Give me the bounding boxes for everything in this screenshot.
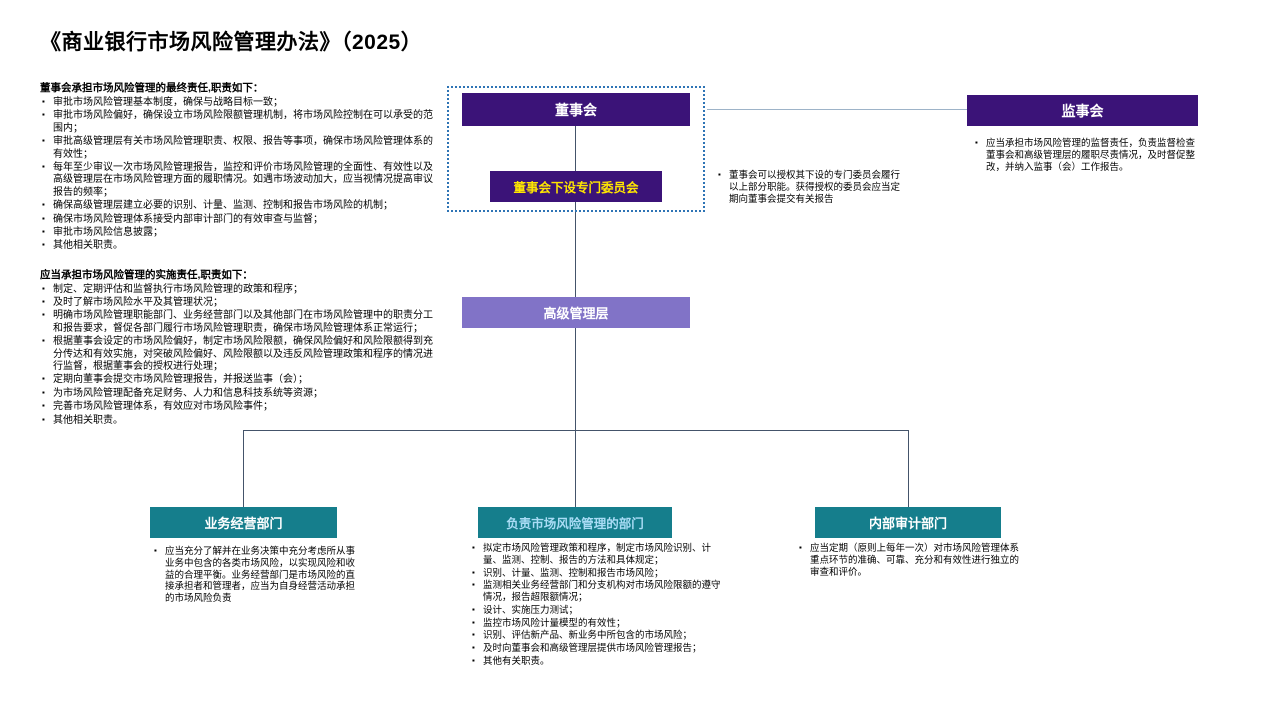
page-title: 《商业银行市场风险管理办法》（2025） (40, 31, 423, 54)
bullet-list: 审批市场风险管理基本制度，确保与战略目标一致； 审批市场风险偏好，确保设立市场风… (40, 97, 436, 253)
list-item: 设计、实施压力测试； (470, 605, 724, 617)
connector-line-senior-down (575, 328, 576, 430)
node-board-special-committee: 董事会下设专门委员会 (490, 171, 662, 202)
list-item: 审批市场风险管理基本制度，确保与战略目标一致； (40, 97, 436, 109)
node-board-of-supervisors: 监事会 (967, 95, 1198, 126)
list-item: 应当承担市场风险管理的监督责任，负责监督检查董事会和高级管理层的履职尽责情况，及… (973, 138, 1203, 173)
connector-line-drop-risk (575, 430, 576, 507)
node-market-risk-department: 负责市场风险管理的部门 (478, 507, 672, 538)
risk-department-duties: 拟定市场风险管理政策和程序，制定市场风险识别、计量、监测、控制、报告的方法和具体… (470, 543, 724, 669)
list-item: 确保高级管理层建立必要的识别、计量、监测、控制和报告市场风险的机制； (40, 200, 436, 212)
section-heading: 董事会承担市场风险管理的最终责任,职责如下： (40, 82, 264, 94)
business-department-duties: 应当充分了解并在业务决策中充分考虑所从事业务中包含的各类市场风险，以实现风险和收… (152, 546, 360, 606)
board-group-outline (447, 86, 705, 212)
list-item: 每年至少审议一次市场风险管理报告，监控和评价市场风险管理的全面性、有效性以及高级… (40, 162, 436, 199)
list-item: 其他相关职责。 (40, 415, 436, 427)
list-item: 为市场风险管理配备充足财务、人力和信息科技系统等资源； (40, 388, 436, 400)
senior-management-responsibilities-section: 应当承担市场风险管理的实施责任,职责如下： 制定、定期评估和监督执行市场风险管理… (40, 267, 436, 427)
connector-line-committee-to-senior (575, 202, 576, 297)
list-item: 审批市场风险偏好，确保设立市场风险限额管理机制，将市场风险控制在可以承受的范围内… (40, 110, 436, 135)
node-internal-audit-department: 内部审计部门 (815, 507, 1001, 538)
connector-line-drop-business (243, 430, 244, 507)
list-item: 审批市场风险信息披露； (40, 227, 436, 239)
node-senior-management: 高级管理层 (462, 297, 690, 328)
list-item: 及时向董事会和高级管理层提供市场风险管理报告； (470, 643, 724, 655)
board-responsibilities-section: 董事会承担市场风险管理的最终责任,职责如下： 审批市场风险管理基本制度，确保与战… (40, 80, 436, 253)
list-item: 确保市场风险管理体系接受内部审计部门的有效审查与监督； (40, 214, 436, 226)
list-item: 明确市场风险管理职能部门、业务经营部门以及其他部门在市场风险管理中的职责分工和报… (40, 310, 436, 335)
section-heading: 应当承担市场风险管理的实施责任,职责如下： (40, 268, 253, 281)
list-item: 拟定市场风险管理政策和程序，制定市场风险识别、计量、监测、控制、报告的方法和具体… (470, 543, 724, 567)
list-item: 其他相关职责。 (40, 240, 436, 252)
list-item: 应当充分了解并在业务决策中充分考虑所从事业务中包含的各类市场风险，以实现风险和收… (152, 546, 360, 605)
node-business-department: 业务经营部门 (150, 507, 337, 538)
list-item: 监测相关业务经营部门和分支机构对市场风险限额的遵守情况，报告超限额情况； (470, 580, 724, 604)
bullet-list: 制定、定期评估和监督执行市场风险管理的政策和程序； 及时了解市场风险水平及其管理… (40, 284, 436, 427)
connector-line-board-to-supervisors (707, 109, 967, 110)
connector-line-drop-audit (908, 430, 909, 507)
list-item: 董事会可以授权其下设的专门委员会履行以上部分职能。获得授权的委员会应当定期向董事… (716, 170, 908, 205)
list-item: 定期向董事会提交市场风险管理报告，并报送监事（会）； (40, 374, 436, 386)
list-item: 根据董事会设定的市场风险偏好，制定市场风险限额，确保风险偏好和风险限额得到充分传… (40, 336, 436, 373)
audit-department-duties: 应当定期（原则上每年一次）对市场风险管理体系重点环节的准确、可靠、充分和有效性进… (797, 543, 1027, 579)
supervisors-note: 应当承担市场风险管理的监督责任，负责监督检查董事会和高级管理层的履职尽责情况，及… (973, 138, 1203, 174)
list-item: 其他有关职责。 (470, 656, 724, 668)
list-item: 审批高级管理层有关市场风险管理职责、权限、报告等事项，确保市场风险管理体系的有效… (40, 136, 436, 161)
node-board-of-directors: 董事会 (462, 93, 690, 126)
committee-note: 董事会可以授权其下设的专门委员会履行以上部分职能。获得授权的委员会应当定期向董事… (716, 170, 908, 206)
list-item: 应当定期（原则上每年一次）对市场风险管理体系重点环节的准确、可靠、充分和有效性进… (797, 543, 1027, 578)
list-item: 及时了解市场风险水平及其管理状况； (40, 297, 436, 309)
left-text-column: 董事会承担市场风险管理的最终责任,职责如下： 审批市场风险管理基本制度，确保与战… (40, 80, 436, 428)
list-item: 识别、计量、监测、控制和报告市场风险； (470, 568, 724, 580)
list-item: 监控市场风险计量模型的有效性； (470, 618, 724, 630)
connector-line-board-to-committee (575, 126, 576, 171)
list-item: 制定、定期评估和监督执行市场风险管理的政策和程序； (40, 284, 436, 296)
list-item: 识别、评估新产品、新业务中所包含的市场风险； (470, 630, 724, 642)
list-item: 完善市场风险管理体系，有效应对市场风险事件； (40, 401, 436, 413)
